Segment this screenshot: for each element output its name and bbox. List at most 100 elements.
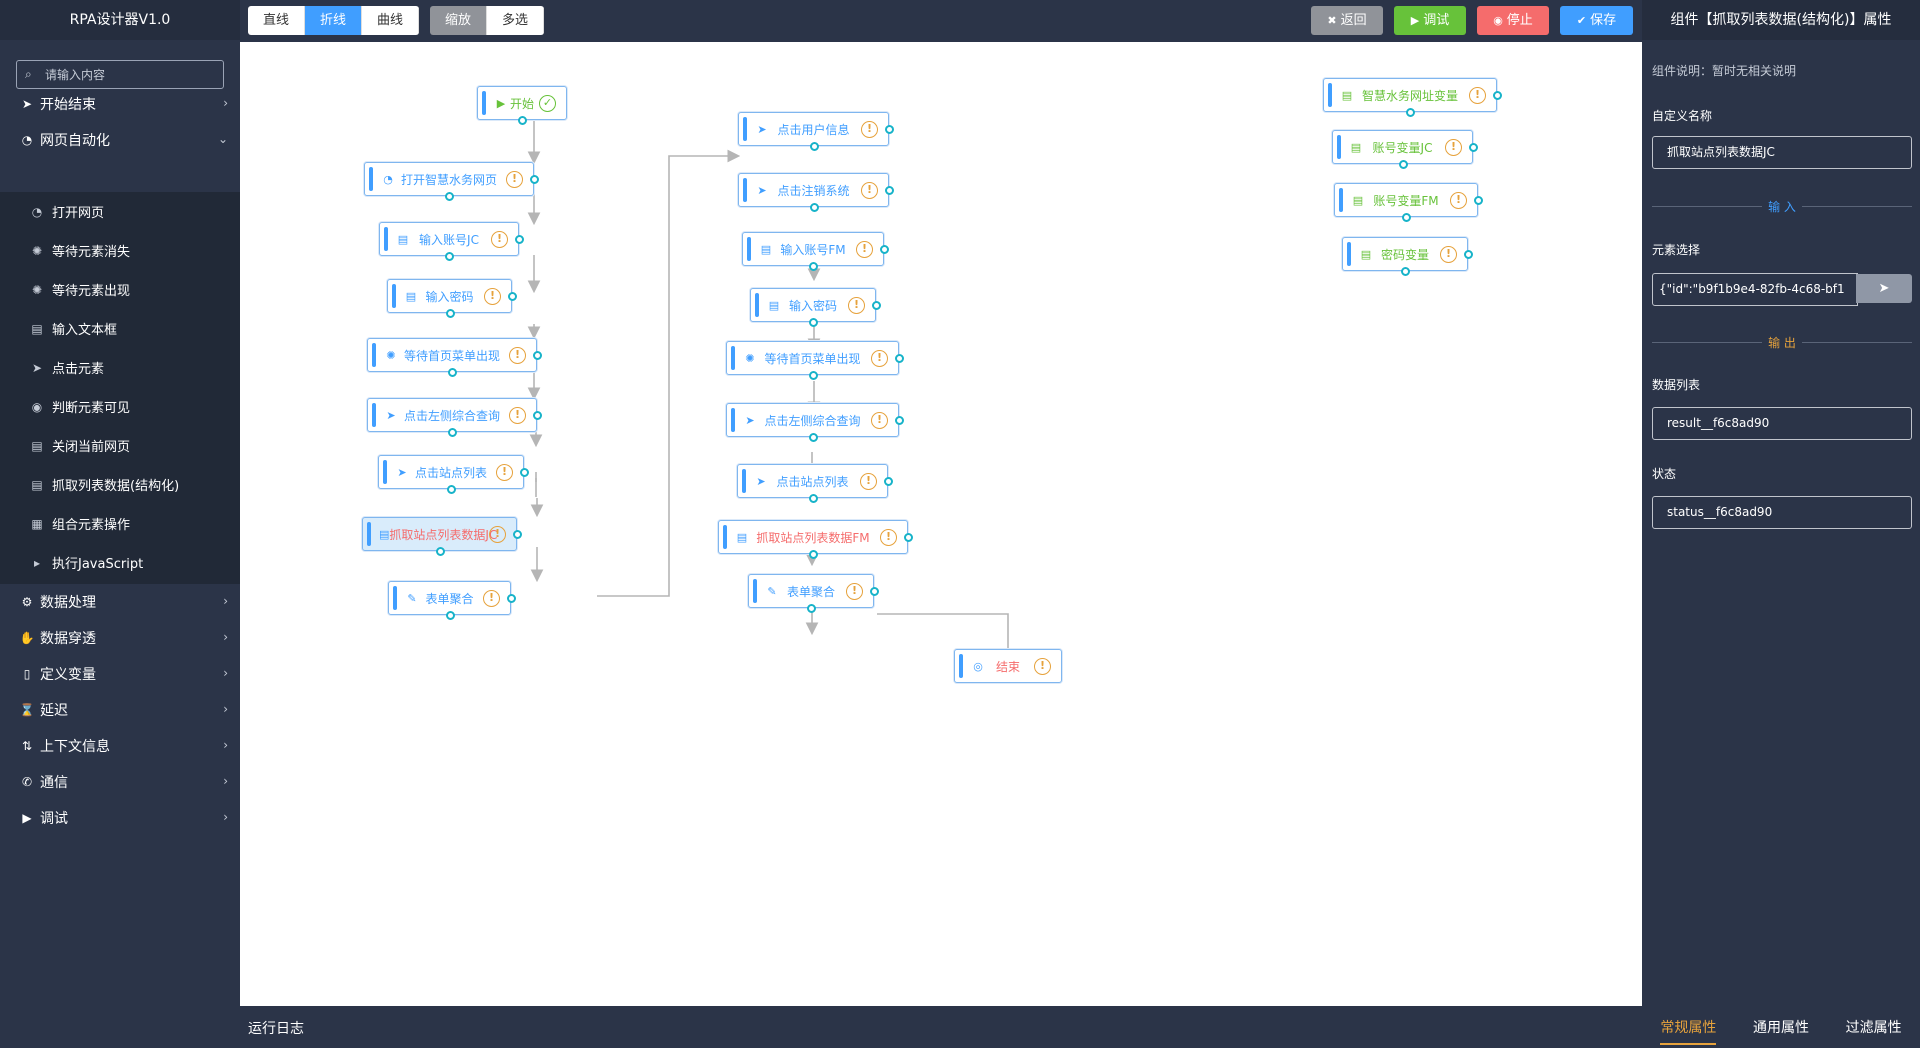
data-list-input[interactable]: result__f6c8ad90 (1652, 407, 1912, 440)
output-port[interactable] (809, 203, 819, 212)
flow-node[interactable]: ▤ 输入密码 ! (387, 279, 517, 318)
tab-filter-properties[interactable]: 过滤属性 (1845, 1020, 1902, 1036)
sidebar-subitem[interactable]: ▤ 抓取列表数据(结构化) (0, 465, 240, 504)
sidebar-subitem[interactable]: ▤ 关闭当前网页 (0, 426, 240, 465)
output-port[interactable] (533, 411, 542, 420)
sidebar-subitem[interactable]: ◔ 打开网页 (0, 192, 240, 231)
flow-node[interactable]: ➤ 点击用户信息 ! (738, 112, 894, 151)
line-polyline-button[interactable]: 折线 (305, 6, 363, 35)
sidebar-subitem[interactable]: ✺ 等待元素消失 (0, 231, 240, 270)
output-port[interactable] (518, 116, 527, 125)
debug-button[interactable]: ▶调试 (1394, 6, 1466, 35)
output-port[interactable] (448, 368, 457, 377)
output-port[interactable] (1398, 160, 1408, 169)
output-port[interactable] (895, 416, 904, 425)
output-port[interactable] (885, 186, 894, 195)
flow-node[interactable]: ▤ 账号变量JC ! (1332, 130, 1478, 169)
output-port[interactable] (445, 309, 455, 318)
flow-node[interactable]: ▤ 账号变量FM ! (1334, 183, 1483, 222)
flow-canvas[interactable]: ▶ 开始 ✓ ◔ 打开智慧水务网页 ! ▤ 输入账号JC ! ▤ 输入密码 ! … (240, 42, 1642, 1006)
output-port[interactable] (435, 547, 445, 556)
output-port[interactable] (530, 175, 539, 184)
output-port[interactable] (884, 477, 893, 486)
flow-node[interactable]: ✎ 表单聚合 ! (748, 574, 879, 613)
output-port[interactable] (809, 550, 818, 559)
sidebar-category[interactable]: ⚙ 数据处理 › (0, 580, 240, 623)
output-port[interactable] (809, 142, 819, 151)
flow-node[interactable]: ➤ 点击站点列表 ! (378, 455, 529, 494)
output-port[interactable] (515, 235, 524, 244)
line-straight-button[interactable]: 直线 (248, 6, 306, 35)
output-port[interactable] (1464, 250, 1473, 259)
output-port[interactable] (809, 318, 818, 327)
output-port[interactable] (1474, 196, 1483, 205)
output-port[interactable] (870, 587, 879, 596)
flow-node[interactable]: ▤ 智慧水务网址变量 ! (1323, 78, 1502, 117)
output-port[interactable] (1406, 108, 1415, 117)
output-port[interactable] (533, 351, 542, 360)
output-port[interactable] (445, 192, 454, 201)
flow-node[interactable]: ➤ 点击注销系统 ! (738, 173, 894, 212)
flow-node[interactable]: ▤ 输入账号JC ! (379, 222, 524, 261)
sidebar-subitem[interactable]: ✺ 等待元素出现 (0, 270, 240, 309)
custom-name-input[interactable]: 抓取站点列表数据JC (1652, 136, 1912, 169)
save-button[interactable]: ✔保存 (1560, 6, 1633, 35)
output-port[interactable] (513, 530, 522, 539)
flow-node[interactable]: ▤ 抓取站点列表数据JC ! (362, 517, 522, 556)
output-port[interactable] (809, 262, 818, 271)
sidebar-category[interactable]: ▶ 调试 › (0, 796, 240, 839)
flow-node[interactable]: ✺ 等待首页菜单出现 ! (367, 338, 542, 377)
sidebar-category[interactable]: ⇅ 上下文信息 › (0, 724, 240, 767)
multi-select-button[interactable]: 多选 (487, 6, 545, 35)
tab-common-properties[interactable]: 通用属性 (1752, 1020, 1809, 1036)
output-port[interactable] (808, 433, 818, 442)
sidebar-category[interactable]: ✋ 数据穿透 › (0, 616, 240, 659)
sidebar-subitem[interactable]: ▦ 组合元素操作 (0, 504, 240, 543)
flow-node[interactable]: ➤ 点击站点列表 ! (737, 464, 893, 503)
zoom-button[interactable]: 缩放 (430, 6, 488, 35)
output-port[interactable] (895, 354, 904, 363)
run-log-bar[interactable]: 运行日志 (240, 1006, 1642, 1048)
sidebar-category[interactable]: ➤ 开始结束 › (0, 82, 240, 125)
tab-general-properties[interactable]: 常规属性 (1660, 1017, 1717, 1045)
output-port[interactable] (880, 245, 889, 254)
output-port[interactable] (520, 468, 529, 477)
pick-element-button[interactable]: ➤ (1856, 274, 1912, 303)
output-port[interactable] (448, 428, 457, 437)
sidebar-subitem[interactable]: ▸ 执行JavaScript (0, 543, 240, 582)
output-port[interactable] (1401, 267, 1410, 276)
flow-node[interactable]: ▤ 输入账号FM ! (742, 232, 889, 271)
flow-node[interactable]: ◎ 结束 ! (954, 649, 1062, 683)
flow-node[interactable]: ▤ 输入密码 ! (750, 288, 881, 327)
output-port[interactable] (885, 125, 894, 134)
flow-node[interactable]: ▤ 抓取站点列表数据FM ! (718, 520, 913, 559)
output-port[interactable] (447, 485, 456, 494)
output-port[interactable] (445, 611, 455, 620)
output-port[interactable] (904, 533, 913, 542)
flow-node[interactable]: ➤ 点击左侧综合查询 ! (367, 398, 542, 437)
flow-node[interactable]: ◔ 打开智慧水务网页 ! (364, 162, 539, 201)
output-port[interactable] (1469, 143, 1478, 152)
back-button[interactable]: ✖返回 (1311, 6, 1383, 35)
sidebar-category[interactable]: ✆ 通信 › (0, 760, 240, 803)
output-port[interactable] (808, 494, 818, 503)
output-port[interactable] (1402, 213, 1411, 222)
flow-node[interactable]: ➤ 点击左侧综合查询 ! (726, 403, 904, 442)
flow-node[interactable]: ▤ 密码变量 ! (1342, 237, 1473, 276)
sidebar-subitem[interactable]: ◉ 判断元素可见 (0, 387, 240, 426)
flow-node[interactable]: ✎ 表单聚合 ! (388, 581, 516, 620)
sidebar-category[interactable]: ▯ 定义变量 › (0, 652, 240, 695)
output-port[interactable] (445, 252, 454, 261)
flow-node[interactable]: ✺ 等待首页菜单出现 ! (726, 341, 904, 380)
output-port[interactable] (508, 292, 517, 301)
sidebar-subitem[interactable]: ➤ 点击元素 (0, 348, 240, 387)
output-port[interactable] (1493, 91, 1502, 100)
line-curve-button[interactable]: 曲线 (362, 6, 420, 35)
output-port[interactable] (507, 594, 516, 603)
output-port[interactable] (807, 604, 816, 613)
flow-node[interactable]: ▶ 开始 ✓ (477, 86, 567, 125)
sidebar-category[interactable]: ◔ 网页自动化 ⌄ (0, 118, 240, 161)
sidebar-subitem[interactable]: ▤ 输入文本框 (0, 309, 240, 348)
status-input[interactable]: status__f6c8ad90 (1652, 496, 1912, 529)
sidebar-category[interactable]: ⌛ 延迟 › (0, 688, 240, 731)
